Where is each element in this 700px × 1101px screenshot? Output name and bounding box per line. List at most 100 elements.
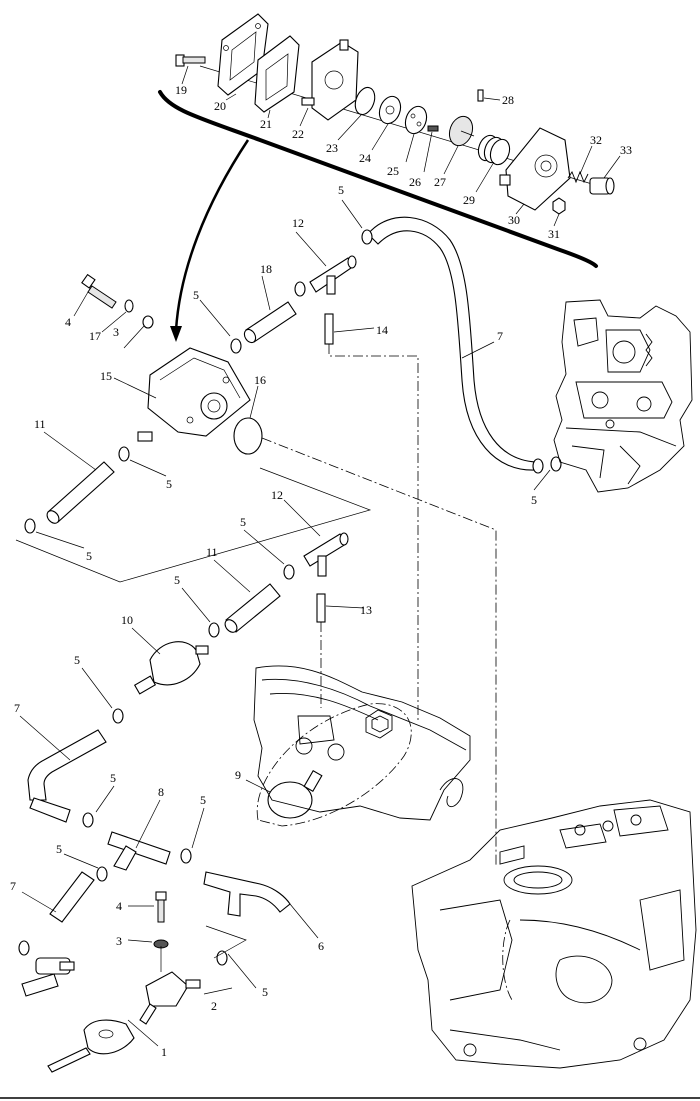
- fuel-cock-lower-left: [21, 957, 75, 997]
- part-17-washer: [124, 299, 134, 313]
- part-4-bolt-upper: [81, 273, 117, 309]
- part-31-nut: [552, 197, 566, 215]
- part-9-primer-bulb: [267, 769, 323, 819]
- part-18-hose: [243, 301, 297, 344]
- callout-4-lower: 4: [116, 899, 122, 913]
- callout-30: 30: [508, 213, 520, 227]
- callout-16: 16: [254, 373, 266, 387]
- callout-18: 18: [260, 262, 272, 276]
- fuel-pump-assembly: [15, 199, 562, 1073]
- part-6-hose-bent-right: [203, 871, 291, 917]
- callout-27: 27: [434, 175, 446, 189]
- callout-2: 2: [211, 999, 217, 1013]
- engine-block-illustration: [411, 799, 697, 1069]
- part-30-cover: [499, 127, 571, 211]
- callout-5-j: 5: [56, 842, 62, 856]
- leader-lines: [19, 199, 551, 1047]
- bracket-line-upper: [15, 467, 372, 583]
- callout-3-lower: 3: [116, 934, 122, 948]
- callout-1: 1: [161, 1045, 167, 1059]
- part-10-fuel-filter: [133, 641, 209, 695]
- part-28-pin: [477, 89, 484, 102]
- callout-19: 19: [175, 83, 187, 97]
- part-1-fuel-connector: [47, 1019, 135, 1073]
- part-4-bolt-lower: [155, 891, 167, 923]
- part-13-tube: [316, 593, 326, 623]
- part-7-hose-carburetor: [367, 216, 544, 474]
- part-11-hose-lower: [46, 461, 115, 524]
- part-24-valve: [378, 95, 402, 125]
- callout-9: 9: [235, 768, 241, 782]
- part-26-screw: [427, 125, 439, 132]
- hose-clips: [18, 229, 562, 966]
- callout-5-f: 5: [174, 573, 180, 587]
- part-27-diaphragm: [448, 115, 475, 147]
- exploded-view-bracket: [158, 90, 598, 268]
- part-8-tee-junction: [107, 831, 171, 871]
- callout-7-short: 7: [10, 879, 16, 893]
- callout-26: 26: [409, 175, 421, 189]
- callout-11-upper: 11: [34, 417, 46, 431]
- callout-23: 23: [326, 141, 338, 155]
- engine-cowl-illustration: [253, 665, 471, 827]
- part-7-hose-bent-left: [27, 729, 107, 823]
- callout-14: 14: [376, 323, 388, 337]
- part-32-spring: [567, 170, 589, 184]
- callout-12-lower: 12: [271, 488, 283, 502]
- callout-8: 8: [158, 785, 164, 799]
- callout-7-left: 7: [14, 701, 20, 715]
- part-19-bolt: [175, 54, 206, 67]
- callout-5-g: 5: [74, 653, 80, 667]
- part-25-plate: [404, 105, 428, 135]
- callout-17: 17: [89, 329, 101, 343]
- part-22-pump-body: [301, 39, 359, 121]
- callout-7-carburetor: 7: [497, 329, 503, 343]
- callout-3-upper: 3: [113, 325, 119, 339]
- callout-21: 21: [260, 117, 272, 131]
- callout-13: 13: [360, 603, 372, 617]
- part-29-spring: [477, 134, 511, 166]
- callout-4-upper: 4: [65, 315, 71, 329]
- callout-labels: 1 2 3 3 4 4 5 5 5 5 5 5 5 5 5 5 5 5 5 6 …: [10, 83, 632, 1059]
- callout-6: 6: [318, 939, 324, 953]
- callout-28: 28: [502, 93, 514, 107]
- callout-15: 15: [100, 369, 112, 383]
- part-2-fuel-cock: [139, 971, 201, 1025]
- part-23-ring: [354, 86, 376, 116]
- callout-5-i: 5: [200, 793, 206, 807]
- part-3-washer-upper: [142, 315, 154, 329]
- callout-31: 31: [548, 227, 560, 241]
- callout-5-k: 5: [262, 985, 268, 999]
- callout-5-l: 5: [531, 493, 537, 507]
- callout-11-lower: 11: [206, 545, 218, 559]
- callout-5-b: 5: [193, 288, 199, 302]
- callout-29: 29: [463, 193, 475, 207]
- centre-line-tube-14: [328, 344, 419, 720]
- callout-5-c: 5: [166, 477, 172, 491]
- callout-5-d: 5: [86, 549, 92, 563]
- callout-12-upper: 12: [292, 216, 304, 230]
- part-12-tee-lower: [303, 532, 349, 577]
- fuel-pump-exploded-view: [158, 13, 621, 342]
- part-7-hose-short: [49, 871, 95, 923]
- callout-10: 10: [121, 613, 133, 627]
- callout-5-h: 5: [110, 771, 116, 785]
- centre-line-pump-block: [261, 437, 497, 865]
- part-21-diaphragm: [254, 35, 300, 113]
- part-14-tube: [324, 313, 334, 345]
- part-33-knob: [589, 177, 615, 195]
- part-16-o-ring: [233, 417, 263, 455]
- carburetor-illustration: [553, 299, 693, 493]
- part-15-fuel-pump: [137, 347, 251, 442]
- callout-5-e: 5: [240, 515, 246, 529]
- detail-arrow-head: [170, 326, 182, 342]
- callout-32: 32: [590, 133, 602, 147]
- callout-25: 25: [387, 164, 399, 178]
- part-12-tee-upper: [309, 255, 357, 295]
- callout-5-a: 5: [338, 183, 344, 197]
- bracket-line-lower: [205, 925, 247, 959]
- detail-arrow-line: [174, 139, 250, 331]
- callout-22: 22: [292, 127, 304, 141]
